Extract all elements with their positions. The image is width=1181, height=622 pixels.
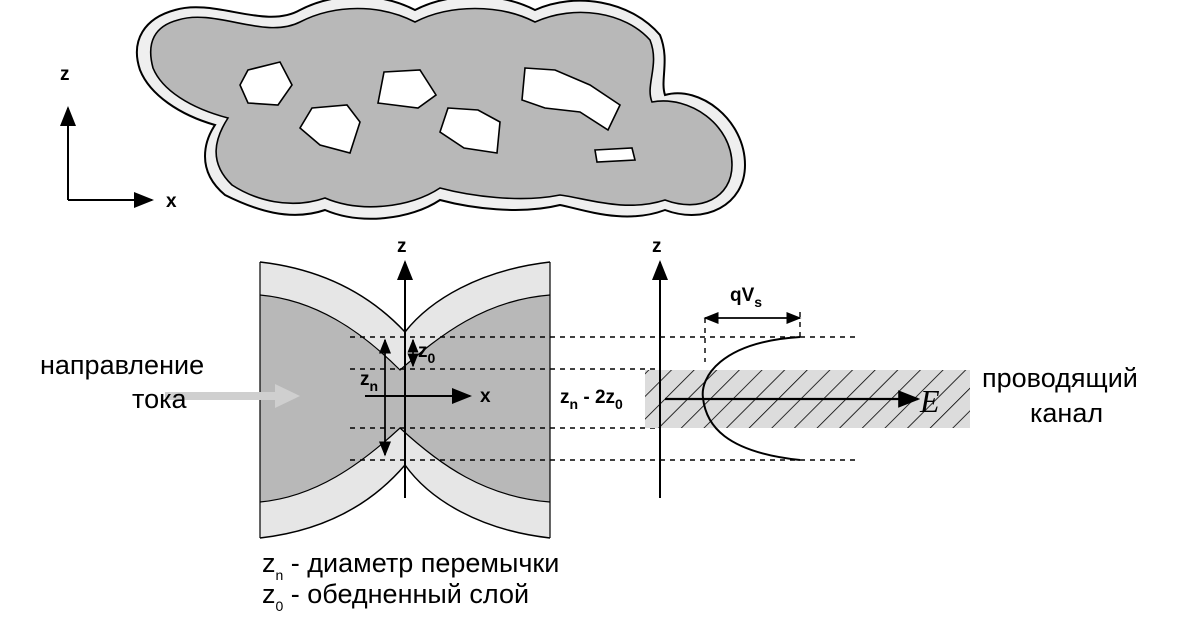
field-label: E [919,383,940,419]
z0-label: z0 [418,341,436,366]
top-x-label: x [166,191,177,212]
grain-cluster-core [149,7,733,208]
conducting-channel-label-1: проводящий [982,363,1138,393]
legend: zn - диаметр перемычки z0 - обедненный с… [262,548,559,614]
pores [239,61,637,163]
dimension-arrows [379,338,419,457]
channel-width-label: zn - 2z0 [560,387,623,412]
potential-z-label: z [652,236,662,257]
legend-line-1: zn - диаметр перемычки [262,548,559,583]
potential-plot: z qVs E [652,236,940,498]
conducting-channel-label-2: канал [1030,398,1103,428]
current-direction-arrow [165,384,300,408]
neck-axes: z x [365,236,491,498]
top-axes: z x [60,64,177,212]
legend-line-2: z0 - обедненный слой [262,579,529,614]
grain-cluster [135,0,747,220]
neck-x-label: x [480,386,491,407]
current-direction-label-2: тока [132,384,187,414]
top-z-label: z [60,64,70,85]
current-direction-label-1: направление [40,350,204,380]
guide-lines [350,336,855,461]
neck-z-label: z [397,236,407,257]
zn-label: zn [360,369,378,394]
qvs-label: qVs [730,285,762,310]
